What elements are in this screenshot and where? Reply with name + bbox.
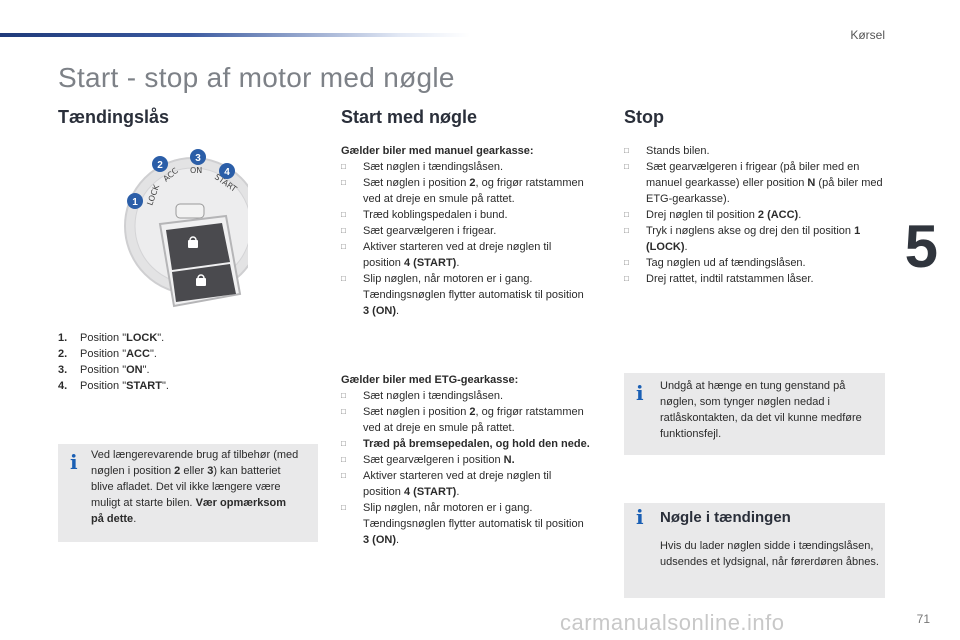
info-icon: i xyxy=(636,381,644,405)
position-item: 4.Position "START". xyxy=(58,380,169,392)
callout-4: 4 xyxy=(219,163,235,179)
battery-note: i Ved længerevarende brug af tilbehør (m… xyxy=(58,444,318,542)
heading-start-with-key: Start med nøgle xyxy=(341,107,478,127)
step-item: Aktiver starteren ved at dreje nøglen ti… xyxy=(341,239,586,271)
stop-steps: Stands bilen. Sæt gearvælgeren i frigear… xyxy=(624,143,884,287)
svg-text:4: 4 xyxy=(224,167,230,178)
position-item: 2.Position "ACC". xyxy=(58,348,157,360)
watermark: carmanualsonline.info xyxy=(560,610,785,635)
manual-gearbox-steps: Gælder biler med manuel gearkasse: Sæt n… xyxy=(341,143,586,319)
position-list: 1.Position "LOCK". 2.Position "ACC". 3.P… xyxy=(58,330,298,394)
chapter-number: 5 xyxy=(904,213,938,280)
step-item: Tag nøglen ud af tændingslåsen. xyxy=(624,255,884,271)
step-item: Sæt nøglen i tændingslåsen. xyxy=(341,388,591,404)
manual-gearbox-title: Gælder biler med manuel gearkasse: xyxy=(341,145,534,157)
step-item: Slip nøglen, når motoren er i gang. Tænd… xyxy=(341,500,591,548)
ignition-key-illustration: LOCK ACC ON START 1 2 3 4 xyxy=(124,149,248,308)
step-item: Tryk i nøglens akse og drej den til posi… xyxy=(624,223,884,255)
svg-text:3: 3 xyxy=(195,153,201,164)
step-item: Sæt nøglen i position 2, og frigør ratst… xyxy=(341,175,586,207)
step-item: Aktiver starteren ved at dreje nøglen ti… xyxy=(341,468,591,500)
step-item: Sæt gearvælgeren i frigear. xyxy=(341,223,586,239)
header-bar xyxy=(0,33,470,37)
step-item: Sæt nøglen i tændingslåsen. xyxy=(341,159,586,175)
svg-text:ON: ON xyxy=(190,166,202,175)
step-item: Drej nøglen til position 2 (ACC). xyxy=(624,207,884,223)
key-in-ignition-text: Hvis du lader nøglen sidde i tændingslås… xyxy=(660,540,879,568)
step-item: Sæt gearvælgeren i position N. xyxy=(341,452,591,468)
callout-3: 3 xyxy=(190,149,206,165)
step-item: Slip nøglen, når motoren er i gang. Tænd… xyxy=(341,271,586,319)
page-title: Start - stop af motor med nøgle xyxy=(58,62,455,93)
step-item: Drej rattet, indtil ratstammen låser. xyxy=(624,271,884,287)
step-item: Sæt gearvælgeren i frigear (på biler med… xyxy=(624,159,884,207)
step-item: Stands bilen. xyxy=(624,143,884,159)
info-icon: i xyxy=(636,505,644,529)
position-item: 3.Position "ON". xyxy=(58,364,150,376)
svg-text:2: 2 xyxy=(157,160,163,171)
weight-warning-note: i Undgå at hænge en tung genstand på nøg… xyxy=(624,373,885,455)
section-name: Kørsel xyxy=(850,28,885,42)
key-in-ignition-note: i Nøgle i tændingen Hvis du lader nøglen… xyxy=(624,503,885,598)
heading-ignition-lock: Tændingslås xyxy=(58,107,170,127)
callout-2: 2 xyxy=(152,156,168,172)
step-item: Træd på bremsepedalen, og hold den nede. xyxy=(341,436,591,452)
step-item: Sæt nøglen i position 2, og frigør ratst… xyxy=(341,404,591,436)
heading-stop: Stop xyxy=(624,107,664,127)
page-number: 71 xyxy=(916,612,930,626)
position-item: 1.Position "LOCK". xyxy=(58,332,165,344)
battery-note-text: Ved længerevarende brug af tilbehør (med… xyxy=(91,449,299,525)
callout-1: 1 xyxy=(127,193,143,209)
weight-warning-text: Undgå at hænge en tung genstand på nøgle… xyxy=(660,380,862,440)
etg-gearbox-steps: Gælder biler med ETG-gearkasse: Sæt nøgl… xyxy=(341,372,591,548)
etg-gearbox-title: Gælder biler med ETG-gearkasse: xyxy=(341,374,519,386)
step-item: Træd koblingspedalen i bund. xyxy=(341,207,586,223)
key-in-ignition-title: Nøgle i tændingen xyxy=(660,509,791,526)
info-icon: i xyxy=(70,450,78,474)
svg-text:1: 1 xyxy=(132,197,138,208)
